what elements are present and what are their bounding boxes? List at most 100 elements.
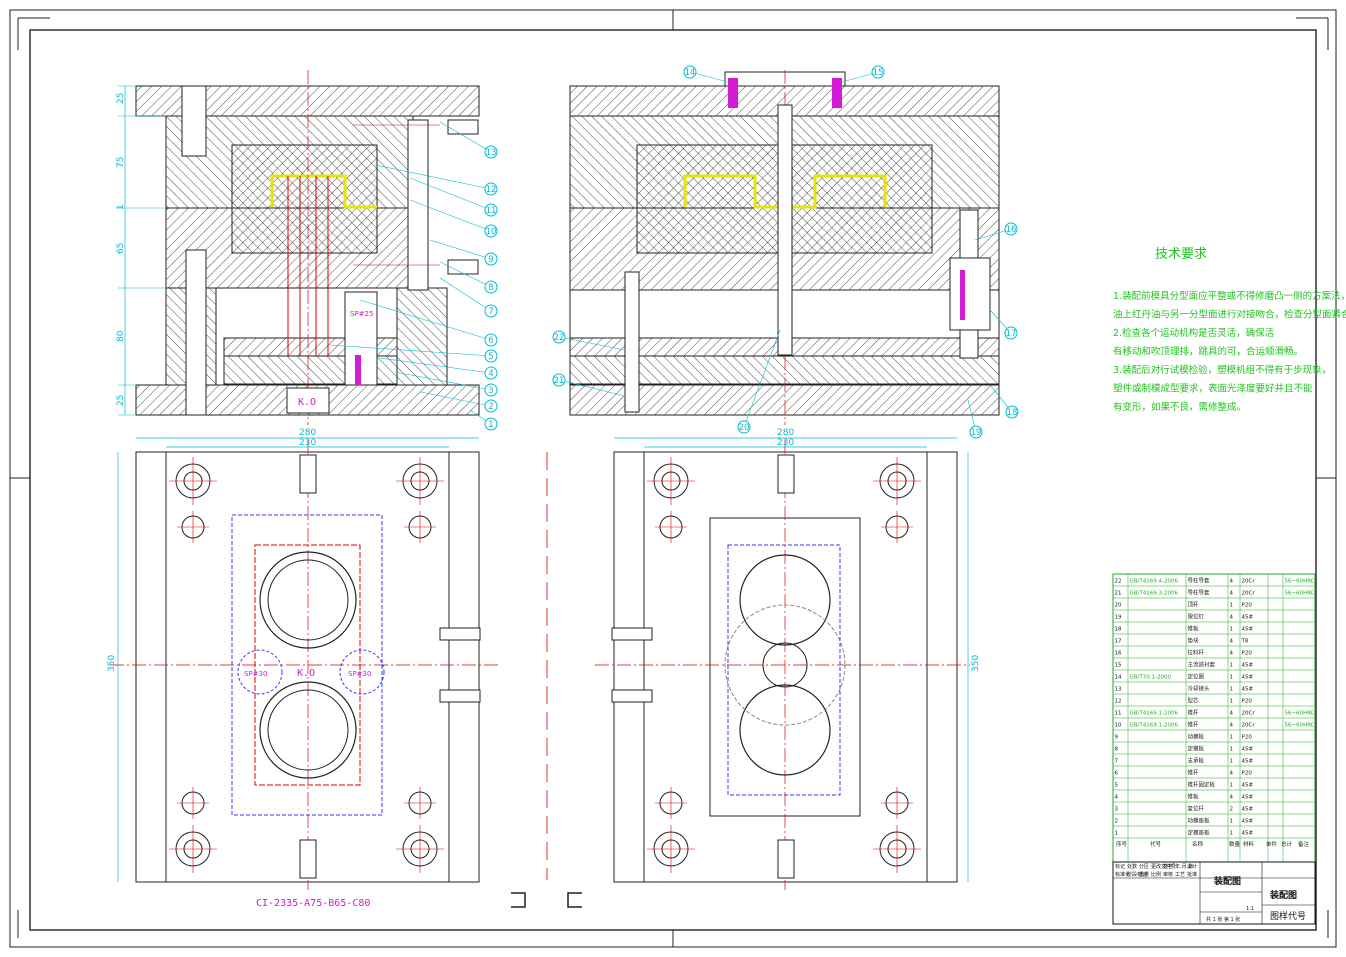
bom-cell: 16 bbox=[1115, 651, 1122, 657]
left-section-view: K.O SP#25 25 75 1 65 80 25 bbox=[116, 70, 480, 425]
bom-cell: 45# bbox=[1242, 819, 1254, 825]
bom-cell: 限位钉 bbox=[1188, 613, 1205, 621]
bom-cell: 垫块 bbox=[1188, 637, 1200, 645]
bom-cell: 45# bbox=[1242, 687, 1254, 693]
title-block-label: 审核 bbox=[1163, 871, 1173, 878]
bom-cell: 1 bbox=[1230, 783, 1234, 789]
bom-cell: 2 bbox=[1115, 819, 1119, 825]
bom-cell: 动模座板 bbox=[1188, 817, 1211, 825]
bom-cell: 2 bbox=[1230, 807, 1234, 813]
sprue-label-left: SP#25 bbox=[350, 310, 373, 318]
requirement-line: 3.装配后对行试模检验，塑模机组不得有于步现象， bbox=[1113, 364, 1331, 376]
left-balloon-label: 5 bbox=[488, 352, 493, 362]
right-section-view bbox=[569, 70, 1000, 425]
title-block-label: 处数 bbox=[1127, 863, 1137, 870]
bom-cell: 20Cr bbox=[1242, 579, 1256, 585]
bom-cell: 定模座板 bbox=[1188, 829, 1211, 837]
bom-header-cell: 总计 bbox=[1281, 840, 1293, 848]
tech-requirements-title: 技术要求 bbox=[1155, 247, 1207, 262]
right-balloon-21 bbox=[552, 373, 566, 387]
left-balloon-label: 6 bbox=[488, 336, 493, 346]
bom-cell: 型芯 bbox=[1188, 697, 1200, 705]
left-balloon-10 bbox=[484, 224, 498, 238]
left-balloon-label: 7 bbox=[488, 307, 493, 317]
left-leader-7 bbox=[439, 277, 492, 312]
bom-cell: GB/T70.1-2000 bbox=[1130, 675, 1172, 681]
bom-cell: 1 bbox=[1230, 675, 1234, 681]
title-block-label: 标记 bbox=[1115, 863, 1125, 870]
right-leader-22 bbox=[558, 336, 626, 351]
right-balloon-22 bbox=[552, 330, 566, 344]
bom-cell: 支承板 bbox=[1188, 757, 1205, 765]
title-block-label: 标准化 bbox=[1115, 871, 1130, 878]
bom-header-cell: 名称 bbox=[1192, 840, 1204, 848]
bom-cell: P20 bbox=[1242, 699, 1253, 705]
bom-cell: 14 bbox=[1115, 675, 1122, 681]
right-balloon-label: 16 bbox=[1006, 225, 1017, 235]
bom-cell: 顶杆 bbox=[1188, 601, 1200, 609]
dim-1: 1 bbox=[116, 204, 126, 210]
right-balloon-label: 17 bbox=[1006, 329, 1017, 339]
title-block-label: 阶段标记 bbox=[1127, 871, 1147, 878]
title-block-label: 设计 bbox=[1187, 863, 1197, 870]
bom-cell: 13 bbox=[1115, 687, 1122, 693]
dim-25-top: 25 bbox=[116, 93, 126, 104]
bom-cell: 4 bbox=[1230, 711, 1234, 717]
title-block-label: 签名 bbox=[1163, 863, 1173, 870]
dim-80: 80 bbox=[116, 330, 126, 342]
right-balloon-label: 18 bbox=[1007, 408, 1018, 418]
bom-cell: 20 bbox=[1115, 603, 1122, 609]
left-balloon-4 bbox=[484, 366, 498, 380]
bom-cell: 22 bbox=[1115, 579, 1122, 585]
left-leader-8 bbox=[439, 261, 492, 288]
bom-cell: 1 bbox=[1230, 663, 1234, 669]
bom-cell: 推板 bbox=[1188, 625, 1200, 633]
left-plan-holes bbox=[169, 457, 444, 873]
bom-cell: 45# bbox=[1242, 831, 1254, 837]
right-balloon-20 bbox=[737, 420, 751, 434]
bom-cell: P20 bbox=[1242, 651, 1253, 657]
left-balloon-label: 4 bbox=[488, 369, 493, 379]
bom-cell: 4 bbox=[1230, 723, 1234, 729]
bom-cell: 推杆 bbox=[1188, 721, 1200, 729]
requirement-line: 油上红丹油与另一分型面进行对接吻合，检查分型面紧合情况。 bbox=[1113, 309, 1346, 321]
ko-label-plan: K.O bbox=[297, 668, 315, 679]
bom-cell: 4 bbox=[1230, 579, 1234, 585]
title-block-drawing-code: 图样代号 bbox=[1270, 910, 1306, 922]
left-leader-3 bbox=[394, 371, 492, 391]
bom-cell: 8 bbox=[1115, 747, 1119, 753]
left-leader-13 bbox=[439, 121, 492, 153]
title-block-label: 分区 bbox=[1139, 863, 1149, 870]
requirement-line: 塑件或制模成型要求，表面光泽度要好并且不能 bbox=[1113, 383, 1313, 395]
bom-cell: 19 bbox=[1115, 615, 1122, 621]
left-balloon-label: 3 bbox=[488, 386, 493, 396]
bom-cell: 1 bbox=[1230, 747, 1234, 753]
dim-25-bottom: 25 bbox=[116, 395, 126, 406]
left-balloon-label: 8 bbox=[488, 283, 493, 293]
requirement-line: 1.装配前模具分型面应平整或不得修磨凸一侧的方案法， bbox=[1113, 290, 1346, 302]
title-block-label: 批准 bbox=[1187, 871, 1197, 878]
bom-cell: 45# bbox=[1242, 663, 1254, 669]
bom-cell: 1 bbox=[1230, 687, 1234, 693]
left-leader-10 bbox=[409, 199, 492, 232]
right-leader-20 bbox=[743, 329, 781, 428]
left-leader-12 bbox=[374, 164, 492, 190]
bom-cell: 45# bbox=[1242, 795, 1254, 801]
bom-cell: 21 bbox=[1115, 591, 1122, 597]
requirements-list: 1.装配前模具分型面应平整或不得修磨凸一侧的方案法， 油上红丹油与另一分型面进行对… bbox=[1113, 290, 1346, 413]
title-block-sheet: 共 1 张 第 1 张 bbox=[1206, 916, 1240, 923]
title-block-label: 年.月.日 bbox=[1175, 863, 1193, 870]
bom-cell: 6 bbox=[1115, 771, 1119, 777]
bom-cell: 1 bbox=[1230, 831, 1234, 837]
right-balloon-label: 22 bbox=[554, 333, 565, 343]
bom-cell: 45# bbox=[1242, 807, 1254, 813]
bom-cell: 1 bbox=[1230, 699, 1234, 705]
bom-cell: 45# bbox=[1242, 627, 1254, 633]
bom-cell: GB/T4169.1-2006 bbox=[1130, 723, 1179, 729]
left-balloon-12 bbox=[484, 182, 498, 196]
bom-cell: 20Cr bbox=[1242, 723, 1256, 729]
bom-cell: 导柱导套 bbox=[1188, 577, 1211, 585]
bom-cell: 导柱导套 bbox=[1188, 589, 1211, 597]
